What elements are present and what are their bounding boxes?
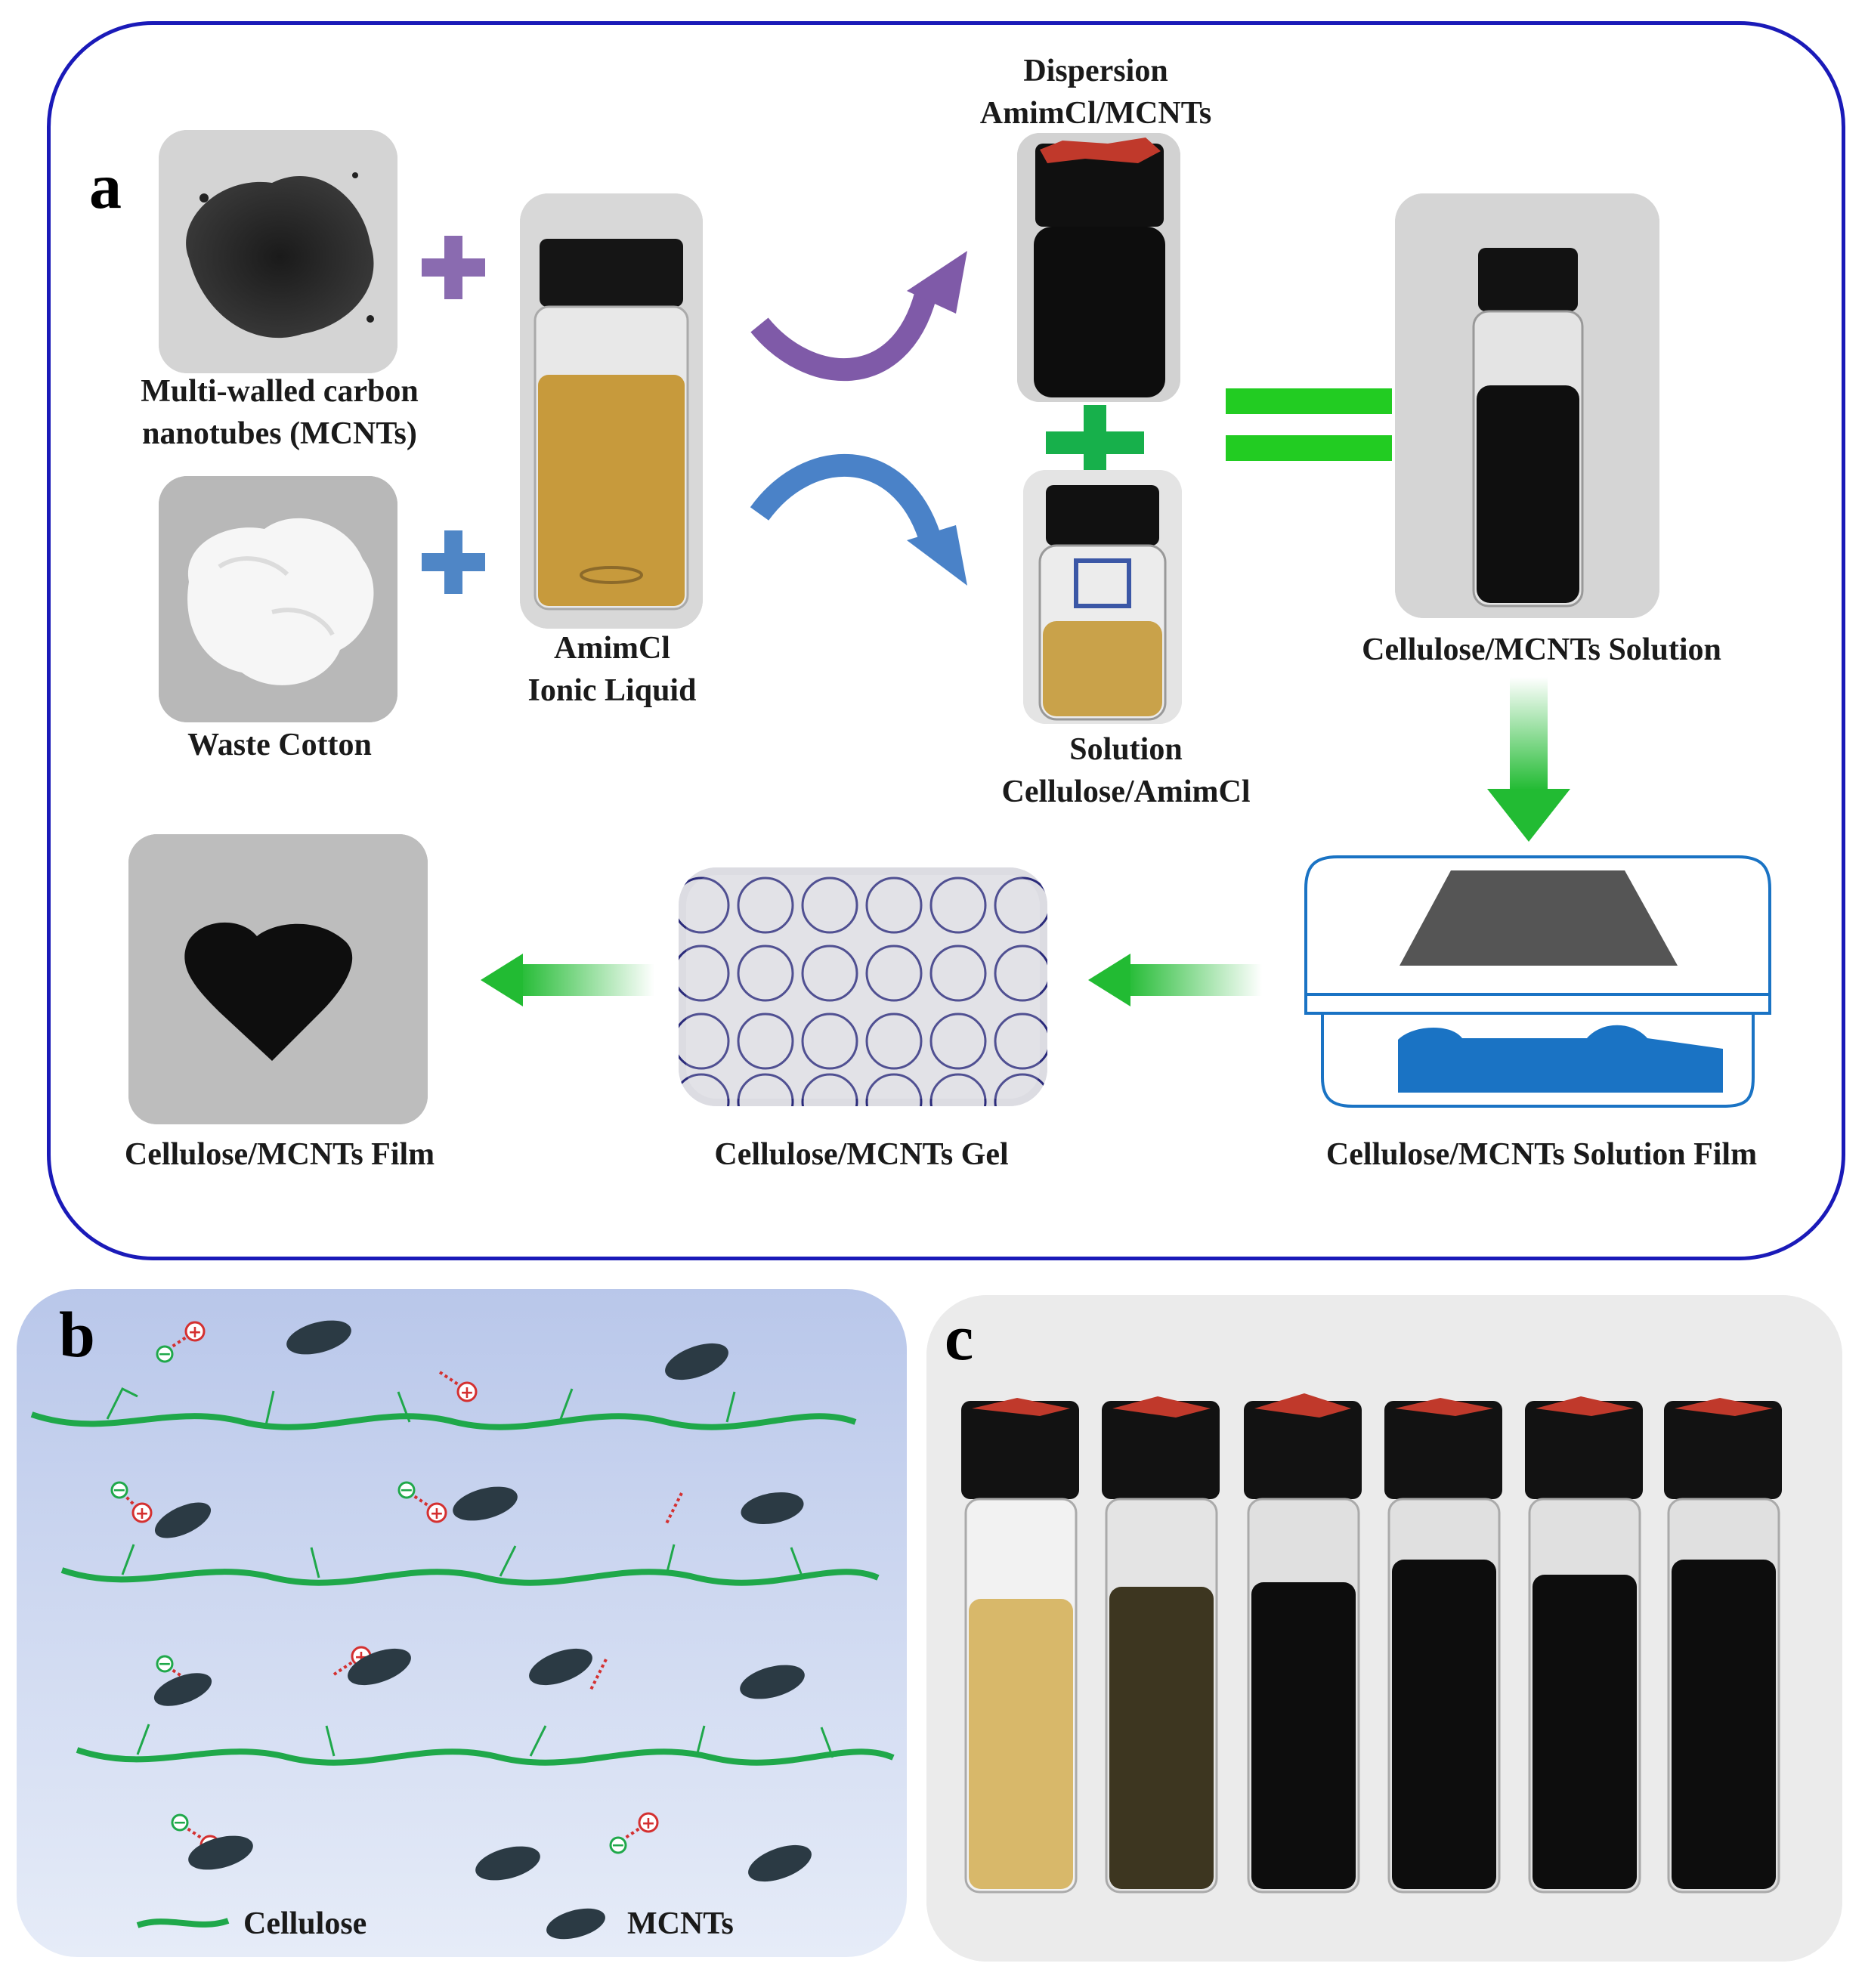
- svg-text:+: +: [642, 1814, 655, 1833]
- svg-text:+: +: [188, 1323, 202, 1342]
- svg-text:−: −: [158, 1345, 172, 1364]
- left-arrow-icon-1: [1088, 954, 1262, 1006]
- panel-a-letter: a: [89, 150, 122, 222]
- svg-text:+: +: [460, 1384, 474, 1402]
- film-label: Cellulose/MCNTs Film: [124, 1137, 435, 1172]
- svg-text:−: −: [158, 1655, 172, 1674]
- svg-text:−: −: [611, 1836, 625, 1855]
- cellulose-network-diagram: + + + + + + + + − − − − − −: [17, 1289, 907, 1957]
- cellulose-mcnts-solution-photo: [1395, 193, 1659, 618]
- dispersion-label-line2: AmimCl/MCNTs: [979, 96, 1212, 131]
- amimcl-label-line2: Ionic Liquid: [527, 673, 697, 708]
- gel-label: Cellulose/MCNTs Gel: [714, 1137, 1009, 1172]
- solution-film-label: Cellulose/MCNTs Solution Film: [1325, 1137, 1758, 1172]
- cellulose-mcnts-solution-label: Cellulose/MCNTs Solution: [1362, 632, 1721, 667]
- svg-text:−: −: [173, 1813, 187, 1832]
- solution-label-line1: Solution: [1069, 732, 1183, 767]
- panel-a-frame: [47, 21, 1845, 1260]
- mcnt-powder-photo: [159, 130, 397, 373]
- left-arrow-icon-2: [481, 954, 654, 1006]
- amimcl-vial-photo: [520, 193, 703, 629]
- mcnt-label-line1: Multi-walled carbon: [141, 374, 419, 409]
- svg-text:+: +: [430, 1504, 444, 1523]
- curved-arrow-up-icon: [748, 242, 975, 393]
- svg-text:−: −: [113, 1481, 126, 1500]
- curved-arrow-down-icon: [748, 453, 975, 604]
- plus-icon-purple: [422, 236, 485, 299]
- legend-cellulose-label: Cellulose: [243, 1906, 367, 1941]
- solution-film-stage-illustration: [1300, 851, 1776, 1115]
- plus-icon-blue: [422, 530, 485, 594]
- dispersion-vial-photo: [1017, 133, 1180, 402]
- svg-text:+: +: [135, 1504, 149, 1523]
- down-arrow-icon: [1487, 677, 1570, 843]
- waste-cotton-label: Waste Cotton: [187, 728, 372, 762]
- legend-mcnts-label: MCNTs: [627, 1906, 734, 1941]
- cellulose-amimcl-vial-photo: [1023, 470, 1182, 724]
- dispersion-label-line1: Dispersion: [1023, 54, 1168, 88]
- panel-c-letter: c: [945, 1301, 974, 1374]
- plus-icon-green: [1046, 405, 1144, 481]
- svg-text:−: −: [400, 1481, 413, 1500]
- panel-b-letter: b: [59, 1298, 95, 1371]
- waste-cotton-photo: [159, 476, 397, 722]
- film-photo: [128, 834, 428, 1124]
- equals-icon: [1226, 388, 1392, 464]
- solution-label-line2: Cellulose/AmimCl: [1001, 774, 1251, 809]
- mcnt-label-line2: nanotubes (MCNTs): [142, 416, 417, 451]
- panel-c-vials-photo: [926, 1295, 1842, 1962]
- amimcl-label-line1: AmimCl: [554, 631, 670, 666]
- gel-photo: [679, 867, 1047, 1106]
